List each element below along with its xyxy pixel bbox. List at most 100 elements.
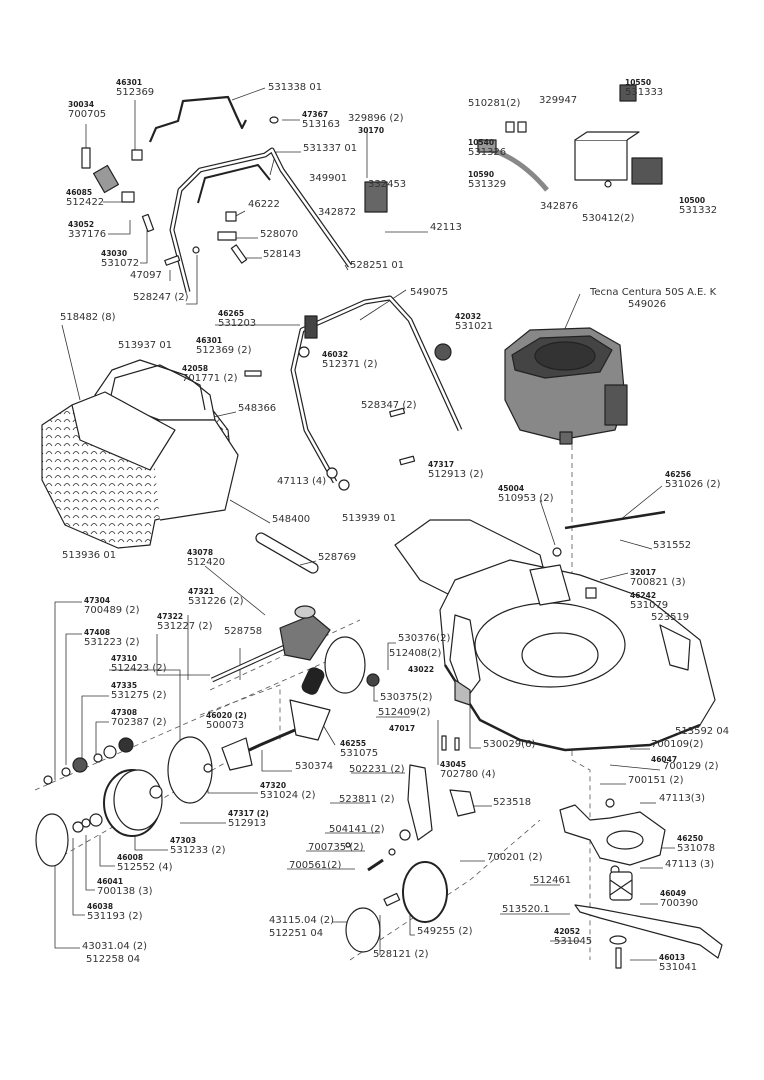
part-label: 47113 (3): [665, 860, 714, 870]
part-number: 513939 01: [342, 513, 397, 524]
part-label: 513939 01: [342, 514, 396, 524]
part-label: 548400: [272, 515, 310, 525]
part-code: 46256: [665, 470, 692, 479]
part-number: 528251 01: [350, 260, 405, 271]
part-number: 512461: [533, 875, 572, 886]
part-number: 342876: [540, 201, 579, 212]
part-number: 528143: [263, 249, 302, 260]
part-number: 531227 (2): [157, 621, 213, 632]
part-label: 528251 01: [350, 261, 404, 271]
part-code: 46041: [97, 877, 124, 886]
part-number: 700705: [68, 109, 107, 120]
part-code: 43052: [68, 220, 95, 229]
part-number: 549255 (2): [417, 926, 473, 937]
part-number: 329947: [539, 95, 578, 106]
part-number: 504141 (2): [329, 824, 385, 835]
part-number: 531226 (2): [188, 596, 244, 607]
part-number: 513520.1: [502, 904, 550, 915]
part-number: 528121 (2): [373, 949, 429, 960]
part-number: 531024 (2): [260, 790, 316, 801]
part-code: 46013: [659, 953, 686, 962]
part-code: 46301: [196, 336, 223, 345]
part-number: 702387 (2): [111, 717, 167, 728]
part-label: 512258 04: [86, 955, 140, 965]
part-number: 42113: [430, 222, 462, 233]
part-label: 528121 (2): [373, 950, 429, 960]
part-number: 531223 (2): [84, 637, 140, 648]
part-number: 523518: [493, 797, 532, 808]
part-label: 43022: [408, 665, 434, 675]
part-label: 528758: [224, 627, 262, 637]
part-code: 10500: [679, 196, 706, 205]
lower-handle-549075: [290, 295, 463, 484]
part-label: 342876: [540, 202, 578, 212]
part-number: 700129 (2): [663, 761, 719, 772]
part-label: 700735 (2): [308, 843, 364, 853]
part-code: 46038: [87, 902, 114, 911]
part-label: 47097: [130, 271, 162, 281]
part-number: 47113 (3): [665, 859, 715, 870]
part-label: 528070: [260, 230, 298, 240]
part-number: 329896 (2): [348, 113, 404, 124]
part-label: 43031.04 (2): [82, 942, 147, 952]
part-number: 531021: [455, 321, 494, 332]
part-label: 502231 (2): [349, 765, 405, 775]
part-number: 349901: [309, 173, 348, 184]
part-number: 700561(2): [289, 860, 342, 871]
part-number: 513937 01: [118, 340, 173, 351]
part-label: 342872: [318, 208, 356, 218]
part-number: 332453: [368, 179, 407, 190]
part-number: 530029(6): [483, 739, 536, 750]
part-number: 701771 (2): [182, 373, 238, 384]
part-number: 700821 (3): [630, 577, 686, 588]
handle-hardware: [81, 84, 663, 491]
part-label: 47317 (2)512913: [228, 809, 269, 829]
part-number: 531552: [653, 540, 692, 551]
part-number: 531193 (2): [87, 911, 143, 922]
part-number: 512913 (2): [428, 469, 484, 480]
part-number: 513163: [302, 119, 341, 130]
part-label: 549075: [410, 288, 448, 298]
part-label: 513520.1: [502, 905, 550, 915]
part-label: 523811 (2): [339, 795, 395, 805]
part-code: 42052: [554, 927, 581, 936]
part-label: 518482 (8): [60, 313, 116, 323]
main-handle-531337: [169, 147, 353, 293]
part-code: 47367: [302, 110, 329, 119]
part-code: 46265: [218, 309, 245, 318]
part-label: 513937 01: [118, 341, 172, 351]
part-number: 47113 (4): [277, 476, 327, 487]
part-number: 702780 (4): [440, 769, 496, 780]
part-code: 47408: [84, 628, 111, 637]
part-code: 46250: [677, 834, 704, 843]
part-number: 700489 (2): [84, 605, 140, 616]
part-label: 47017: [389, 724, 415, 734]
part-label: 513936 01: [62, 551, 116, 561]
part-label: 332453: [368, 180, 406, 190]
mower-deck-513592: [394, 510, 716, 752]
engine-part-number: 549026: [628, 299, 667, 310]
part-code: 43045: [440, 760, 467, 769]
part-code: 47320: [260, 781, 287, 790]
part-label: 528347 (2): [361, 401, 417, 411]
part-label: 531338 01: [268, 83, 322, 93]
part-label: 30170: [358, 126, 384, 136]
part-number: 512420: [187, 557, 226, 568]
part-number: 513592 04: [675, 726, 730, 737]
part-label: 700561(2): [289, 861, 341, 871]
